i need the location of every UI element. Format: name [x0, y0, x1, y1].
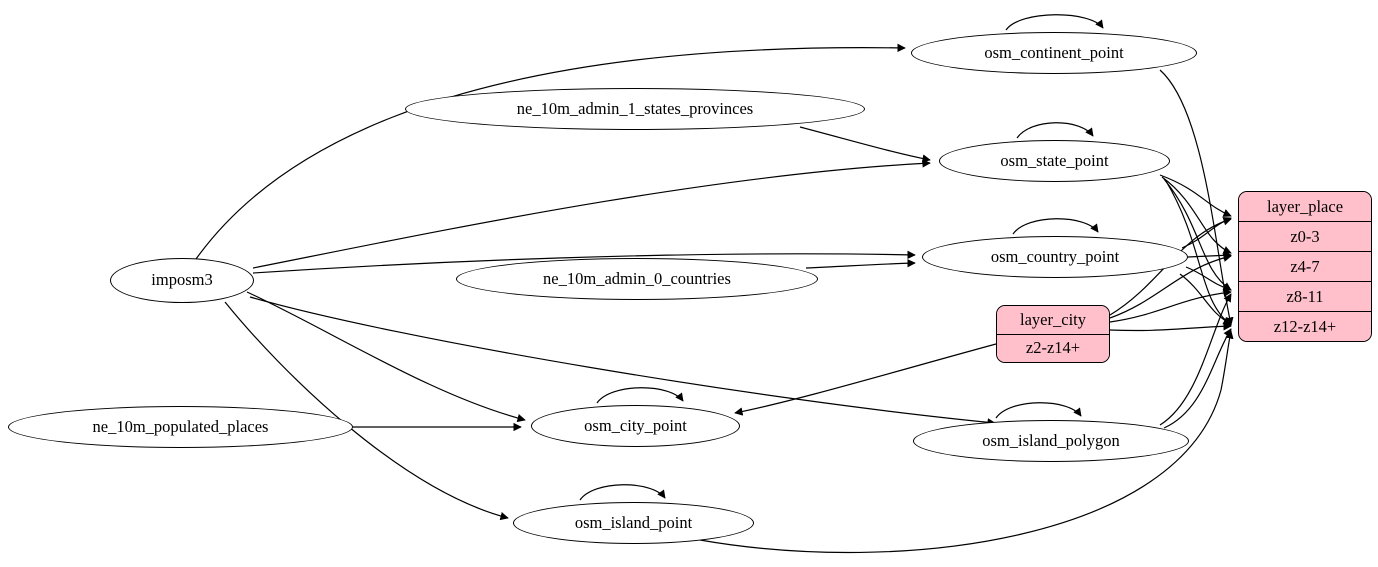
- node-label: osm_island_point: [574, 512, 693, 532]
- layer-place-zoom-2[interactable]: z8-11: [1239, 282, 1371, 312]
- node-ne-10m-admin-0-countries[interactable]: ne_10m_admin_0_countries: [456, 258, 818, 300]
- node-osm-continent-point[interactable]: osm_continent_point: [911, 32, 1197, 74]
- node-imposm3[interactable]: imposm3: [110, 258, 254, 303]
- node-osm-island-point[interactable]: osm_island_point: [513, 502, 754, 544]
- node-label: ne_10m_populated_places: [92, 416, 269, 436]
- node-label: osm_city_point: [584, 415, 687, 435]
- layer-place-zoom-0[interactable]: z0-3: [1239, 222, 1371, 252]
- node-layer-place[interactable]: layer_place z0-3 z4-7 z8-11 z12-z14+: [1238, 191, 1372, 342]
- layer-place-zoom-3[interactable]: z12-z14+: [1239, 312, 1371, 341]
- layer-place-title: layer_place: [1239, 192, 1371, 222]
- node-osm-state-point[interactable]: osm_state_point: [939, 140, 1170, 182]
- layer-city-zoom-0[interactable]: z2-z14+: [997, 334, 1109, 362]
- node-osm-island-polygon[interactable]: osm_island_polygon: [913, 420, 1189, 462]
- layer-city-title: layer_city: [997, 306, 1109, 335]
- node-ne-10m-populated-places[interactable]: ne_10m_populated_places: [8, 406, 353, 448]
- node-label: osm_continent_point: [984, 42, 1124, 62]
- node-osm-city-point[interactable]: osm_city_point: [531, 405, 740, 447]
- node-label: osm_island_polygon: [982, 430, 1120, 450]
- layer-place-zoom-1[interactable]: z4-7: [1239, 252, 1371, 282]
- node-label: osm_state_point: [1000, 150, 1109, 170]
- node-label: imposm3: [151, 270, 213, 290]
- node-label: ne_10m_admin_0_countries: [543, 268, 731, 288]
- node-label: osm_country_point: [990, 246, 1120, 266]
- node-label: ne_10m_admin_1_states_provinces: [516, 98, 754, 118]
- node-layer-city[interactable]: layer_city z2-z14+: [996, 305, 1110, 363]
- node-osm-country-point[interactable]: osm_country_point: [922, 236, 1188, 278]
- node-ne-10m-admin-1-states-provinces[interactable]: ne_10m_admin_1_states_provinces: [405, 88, 865, 130]
